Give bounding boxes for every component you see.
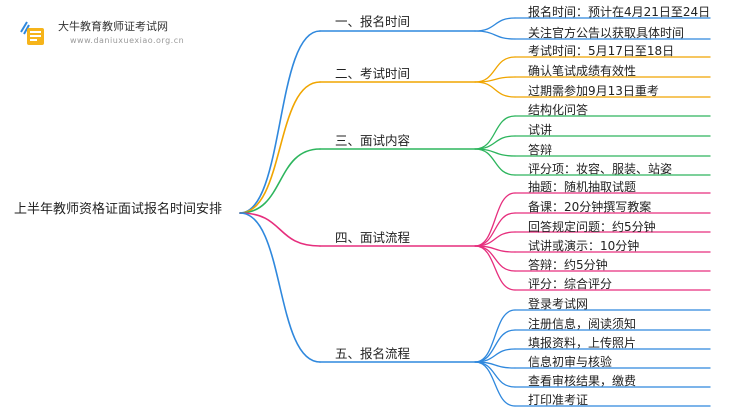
branch-curve (239, 148, 321, 214)
leaf-fill-materials: 填报资料，上传照片 (528, 336, 637, 350)
leaf-curve (474, 76, 516, 83)
branch-curve (239, 30, 321, 214)
leaf-registration-date: 报名时间：预计在4月21日至24日 (528, 5, 711, 19)
site-name: 大牛教育教师证考试网 (58, 20, 168, 33)
leaf-structured-qa: 结构化问答 (528, 103, 589, 117)
leaf-trial-lecture: 试讲 (528, 123, 553, 137)
leaf-curve (474, 309, 516, 363)
branch-interview-content: 三、面试内容 (335, 133, 411, 148)
root-topic: 上半年教师资格证面试报名时间安排 (14, 202, 223, 217)
leaf-curve (474, 115, 516, 150)
leaf-official-notice: 关注官方公告以获取具体时间 (528, 26, 685, 40)
leaf-check-result-pay: 查看审核结果，缴费 (528, 374, 637, 388)
leaf-lesson-prep: 备课：20分钟撰写教案 (528, 200, 652, 214)
leaf-answer-questions: 回答规定问题：约5分钟 (528, 220, 656, 234)
leaf-scoring-items: 评分项：妆容、服装、站姿 (528, 162, 673, 176)
leaf-curve (474, 135, 516, 150)
leaf-curve (474, 361, 516, 407)
branch-registration-process: 五、报名流程 (335, 346, 411, 361)
leaf-register-info: 注册信息，阅读须知 (528, 317, 637, 331)
leaf-login: 登录考试网 (528, 297, 589, 311)
leaf-confirm-score: 确认笔试成绩有效性 (528, 64, 637, 78)
leaf-curve (474, 148, 516, 176)
leaf-curve (474, 192, 516, 247)
site-url: www.daniuxuexiao.org.cn (70, 36, 185, 45)
branch-curve (239, 212, 321, 363)
branch-curve (239, 212, 321, 247)
leaf-lecture-demo: 试讲或演示：10分钟 (528, 239, 640, 253)
branch-interview-process: 四、面试流程 (335, 230, 411, 245)
leaf-defense: 答辩 (528, 143, 553, 157)
leaf-curve (474, 30, 516, 40)
leaf-curve (474, 81, 516, 98)
leaf-retake: 过期需参加9月13日重考 (528, 84, 659, 98)
site-logo: 大牛教育教师证考试网 www.daniuxuexiao.org.cn (14, 14, 294, 54)
leaf-initial-review: 信息初审与核验 (528, 355, 613, 369)
branch-registration-time: 一、报名时间 (335, 14, 411, 29)
leaf-curve (474, 17, 516, 32)
leaf-draw-question: 抽题：随机抽取试题 (528, 180, 637, 194)
leaf-print-ticket: 打印准考证 (528, 393, 589, 407)
leaf-curve (474, 56, 516, 83)
leaf-exam-date: 考试时间：5月17日至18日 (528, 44, 675, 58)
book-logo-icon (20, 21, 44, 45)
leaf-defense-time: 答辩：约5分钟 (528, 258, 608, 272)
leaf-curve (474, 245, 516, 291)
leaf-overall-score: 评分：综合评分 (528, 277, 613, 291)
connector-lines (239, 17, 711, 407)
branch-exam-time: 二、考试时间 (335, 66, 411, 81)
branch-curve (239, 81, 321, 214)
